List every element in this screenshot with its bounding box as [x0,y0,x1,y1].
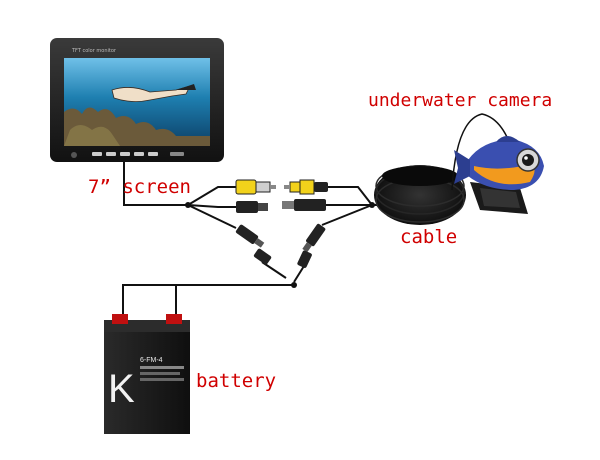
splitter-wire-right [293,265,305,283]
junction-dot-left [185,202,191,208]
battery-terminal-positive [112,314,128,324]
power-wire-down-right [321,204,373,226]
battery-terminal-negative [166,314,182,324]
underwater-camera [454,136,544,214]
power-wire-left [187,204,238,208]
battery: K 6-FM-4 [104,314,190,434]
video-wire-left [187,186,238,206]
battery-model-text: 6-FM-4 [140,357,163,364]
camera-label: underwater camera [368,90,553,111]
fish-belly [474,164,535,185]
monitor-lead-wire [123,160,188,206]
wires [122,160,384,322]
power-splitter-plug-right [302,223,326,253]
cable-label: cable [400,226,458,248]
junction-dot-right [369,202,375,208]
monitor-buttons [71,152,184,158]
dc-plug-right [282,199,326,211]
battery-brand-mark: K [108,367,135,411]
power-wire-down-left [187,204,237,229]
splitter-wire-left [261,261,287,279]
monitor: TFT color monitor [50,38,224,162]
video-wire-right [328,186,373,206]
cable-coil [374,165,466,225]
rca-connector-left [235,179,276,195]
fish-tail [454,150,470,184]
dc-plug-left [236,201,268,213]
power-splitter-plug-left [235,224,265,248]
screen-label: 7” screen [88,176,191,198]
power-splitter-plug-right-2 [297,250,312,268]
diver-figure [111,85,191,102]
battery-body [104,332,190,434]
battery-label: battery [196,370,277,392]
junction-dot-bottom [291,282,297,288]
battery-wire-main [122,284,294,322]
rca-connector-right [284,179,328,195]
monitor-header-text: TFT color monitor [71,48,117,54]
power-splitter-plug-left-2 [253,248,272,265]
